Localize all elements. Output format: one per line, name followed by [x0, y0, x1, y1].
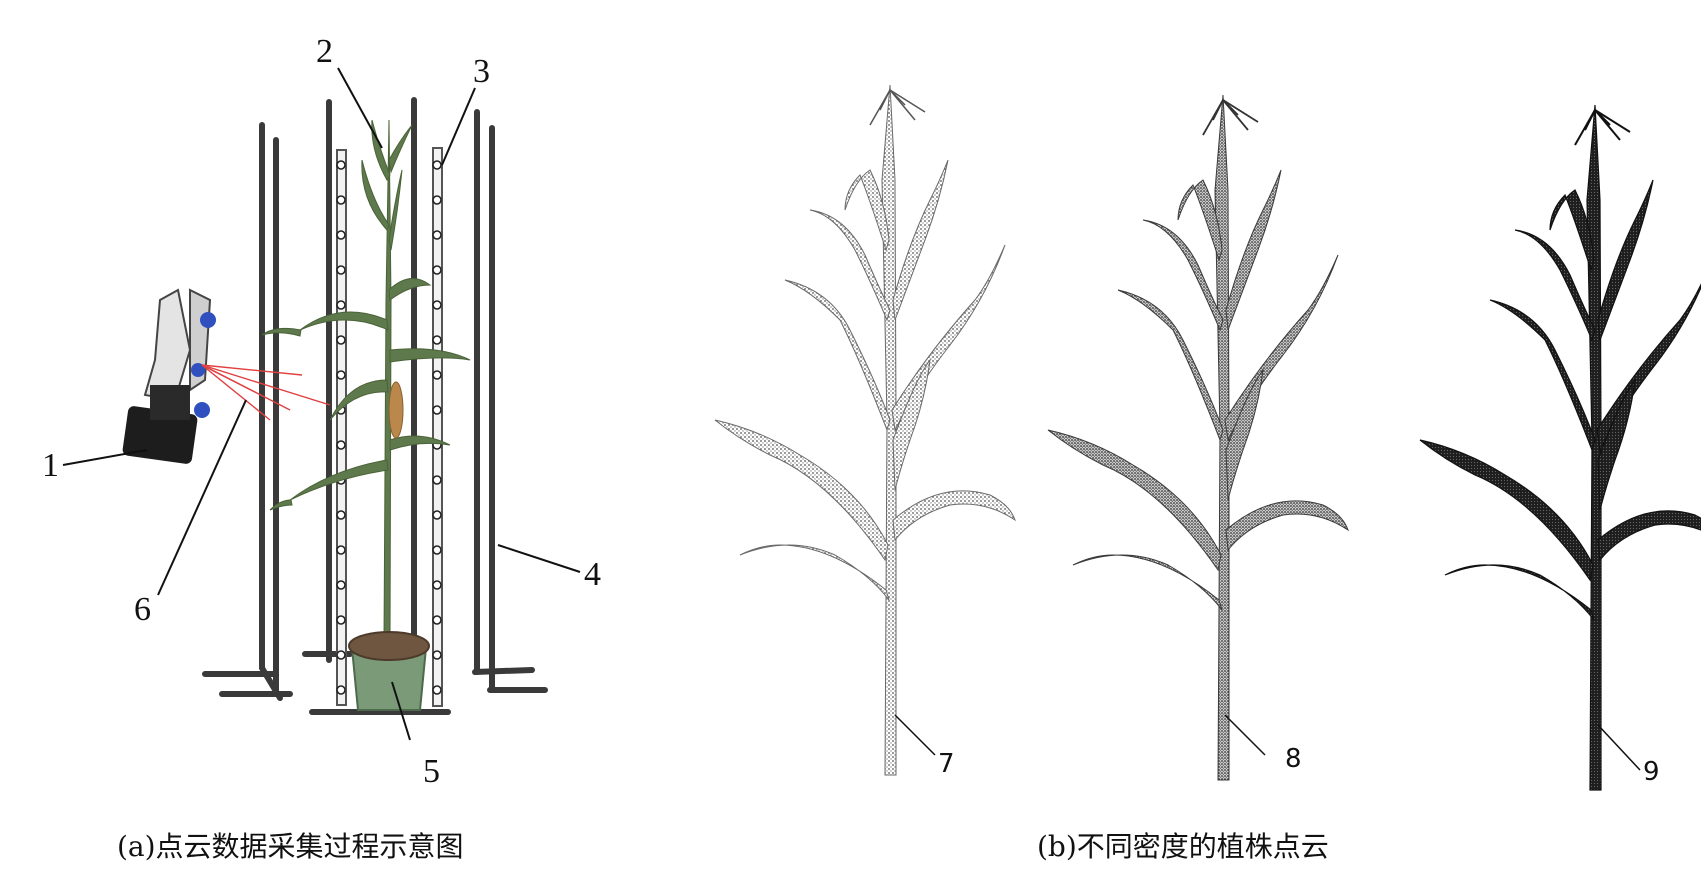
label-5: 5: [423, 753, 440, 790]
label-7: 7: [938, 749, 955, 779]
leader-lines: [62, 67, 581, 741]
leader-lines-b: [894, 714, 1641, 771]
acquisition-diagram: 1 2 3 4 5 6: [42, 33, 601, 790]
frame-posts: [202, 97, 548, 715]
label-2: 2: [316, 33, 333, 70]
handheld-scanner: [122, 288, 216, 464]
laser-beams: [201, 364, 331, 421]
caption-a: (a)点云数据采集过程示意图: [117, 830, 464, 863]
point-cloud-plant-medium: [1047, 94, 1349, 781]
caption-b: (b)不同密度的植株点云: [1037, 830, 1329, 863]
marker-columns: [336, 147, 443, 707]
point-cloud-plant-high: [1419, 104, 1701, 791]
label-1: 1: [42, 447, 59, 484]
label-3: 3: [473, 53, 490, 90]
label-6: 6: [134, 591, 151, 628]
point-cloud-plant-low: [714, 84, 1016, 776]
label-9: 9: [1643, 757, 1660, 787]
label-8: 8: [1285, 744, 1302, 774]
maize-plant: [261, 119, 471, 641]
label-4: 4: [584, 556, 601, 593]
plant-pot: [348, 631, 430, 711]
